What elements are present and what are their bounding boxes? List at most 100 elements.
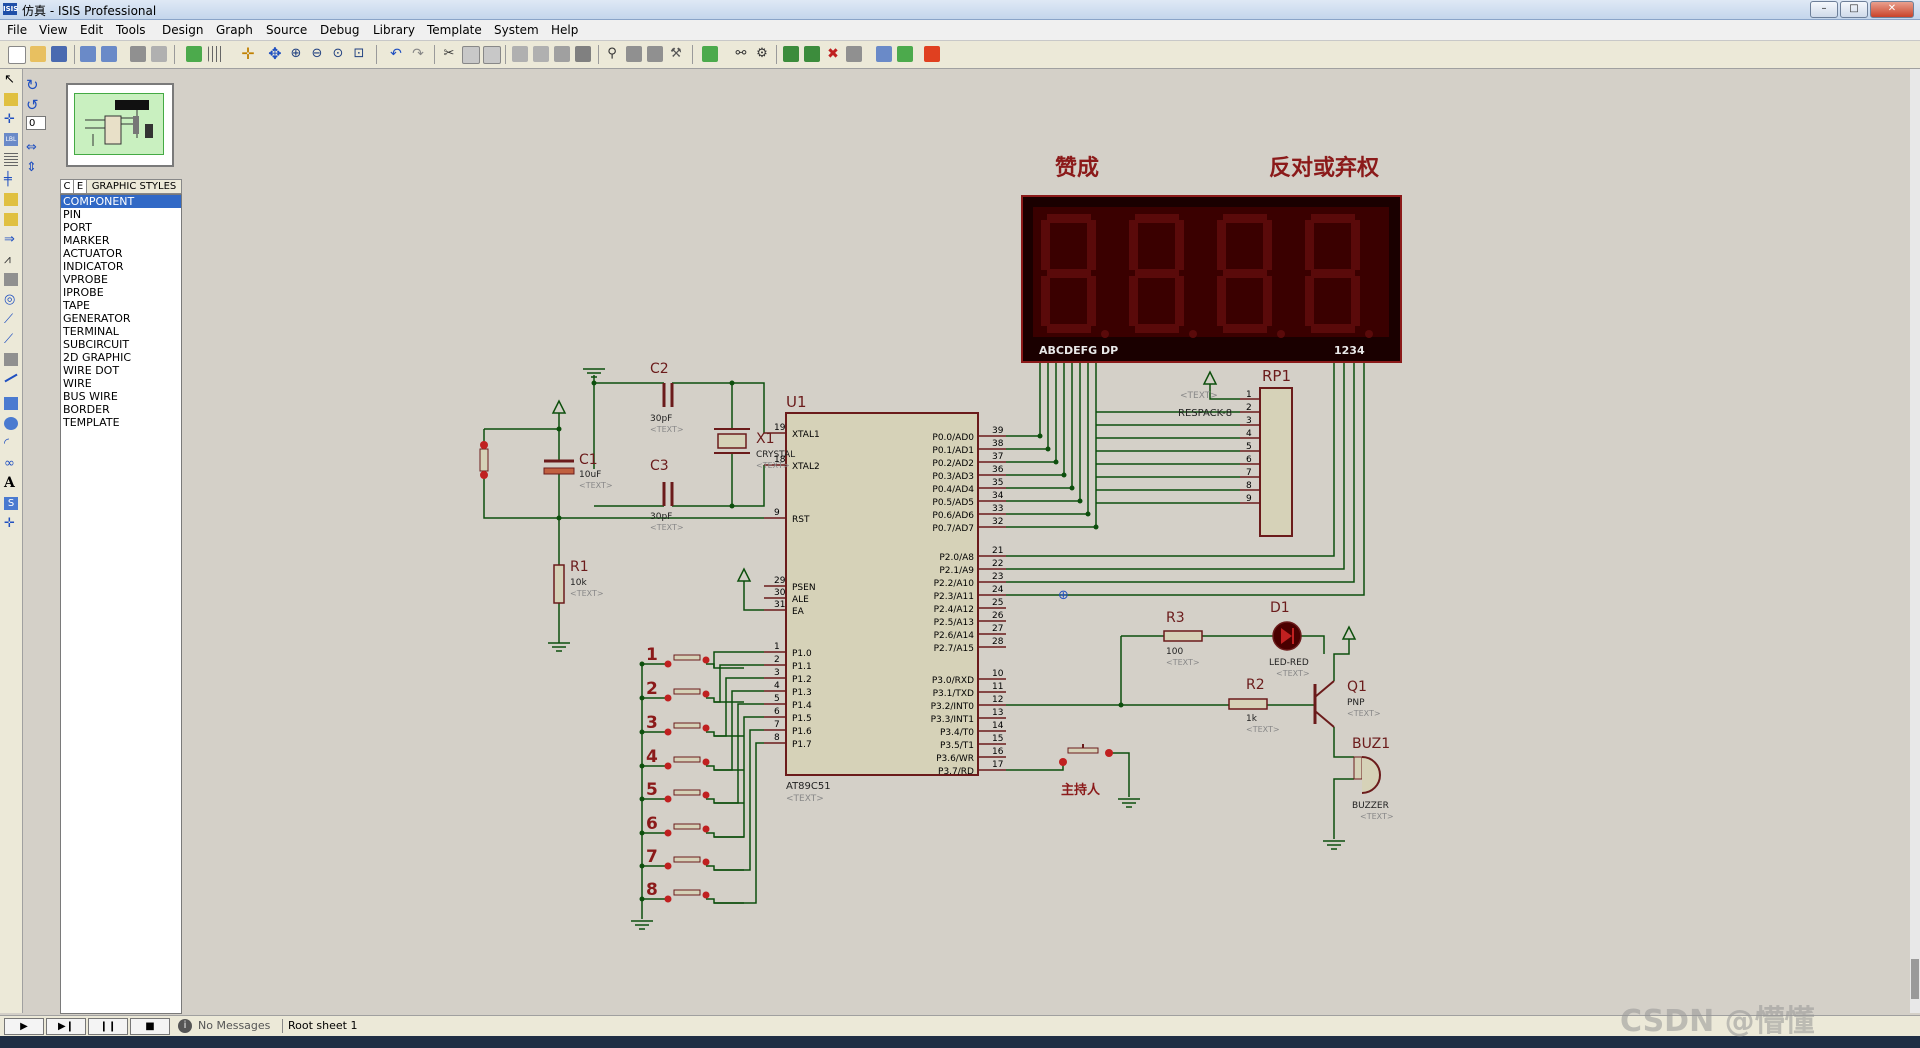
- r3-resistor[interactable]: R3 100 <TEXT>: [1163, 610, 1203, 667]
- stop-button[interactable]: ■: [130, 1018, 170, 1035]
- d1-led[interactable]: D1 LED-RED <TEXT>: [1269, 600, 1310, 678]
- print-area-icon[interactable]: [151, 46, 167, 62]
- list-item[interactable]: WIRE DOT: [63, 364, 120, 377]
- r2-resistor[interactable]: R2 1k <TEXT>: [1228, 677, 1280, 734]
- make-device-icon[interactable]: [626, 46, 642, 62]
- device-pin-icon[interactable]: ⇒: [4, 232, 15, 247]
- tab-library[interactable]: E: [73, 179, 87, 194]
- block-copy-icon[interactable]: [512, 46, 528, 62]
- refresh-icon[interactable]: [186, 46, 202, 62]
- box-icon[interactable]: [4, 397, 18, 410]
- reset-button[interactable]: [479, 441, 489, 479]
- remove-sheet-icon[interactable]: ✖: [827, 46, 839, 62]
- line-icon[interactable]: [4, 373, 18, 383]
- selection-mode-icon[interactable]: ↖: [4, 72, 15, 87]
- q1-transistor[interactable]: Q1 PNP <TEXT>: [1313, 679, 1381, 728]
- marker-icon[interactable]: ✛: [4, 516, 15, 531]
- maximize-button[interactable]: □: [1840, 1, 1868, 18]
- add-sheet-icon[interactable]: [804, 46, 820, 62]
- current-probe-icon[interactable]: ⟋: [4, 332, 14, 347]
- list-item[interactable]: BORDER: [63, 403, 110, 416]
- scrollbar-thumb[interactable]: [1911, 959, 1919, 999]
- wire-label-icon[interactable]: LBL: [4, 133, 18, 146]
- c2-capacitor[interactable]: C2 30pF <TEXT>: [650, 361, 684, 434]
- search-icon[interactable]: ⚯: [735, 46, 747, 61]
- schematic-drawing[interactable]: 赞成 反对或弃权 ABCDEFG DP 1234 U1 AT89C51 <TEX…: [184, 69, 1910, 1013]
- menu-graph[interactable]: Graph: [216, 23, 253, 37]
- new-file-icon[interactable]: [8, 46, 26, 64]
- goto-sheet-icon[interactable]: [846, 46, 862, 62]
- tab-components[interactable]: C: [60, 179, 74, 194]
- pick-device-icon[interactable]: ⚲: [607, 46, 617, 61]
- junction-dot-icon[interactable]: ✛: [4, 112, 15, 127]
- wire-autorouter-icon[interactable]: [702, 46, 718, 62]
- buz1-buzzer[interactable]: BUZ1 BUZZER <TEXT>: [1352, 736, 1394, 821]
- import-icon[interactable]: [80, 46, 96, 62]
- text-icon[interactable]: A: [4, 475, 15, 491]
- menu-source[interactable]: Source: [266, 23, 308, 37]
- play-button[interactable]: ▶: [4, 1018, 44, 1035]
- x1-crystal[interactable]: X1 CRYSTAL <TEXT>: [714, 428, 795, 470]
- menu-system[interactable]: System: [494, 23, 539, 37]
- grid-icon[interactable]: [208, 46, 224, 62]
- list-item[interactable]: ACTUATOR: [63, 247, 123, 260]
- component-mode-icon[interactable]: [4, 93, 18, 106]
- export-icon[interactable]: [101, 46, 117, 62]
- block-move-icon[interactable]: [533, 46, 549, 62]
- zoom-in-icon[interactable]: ⊕: [290, 46, 302, 61]
- list-item[interactable]: COMPONENT: [61, 195, 181, 208]
- list-item[interactable]: INDICATOR: [63, 260, 124, 273]
- vote-button[interactable]: 4: [646, 747, 710, 770]
- list-item[interactable]: GENERATOR: [63, 312, 131, 325]
- rotate-ccw-icon[interactable]: ↺: [26, 96, 39, 114]
- r1-resistor[interactable]: R1 10k <TEXT>: [553, 559, 604, 604]
- path-icon[interactable]: ∞: [4, 456, 15, 471]
- property-tool-icon[interactable]: ⚙: [756, 46, 768, 61]
- vote-button[interactable]: 3: [646, 713, 710, 736]
- vote-button[interactable]: 2: [646, 679, 710, 702]
- pause-button[interactable]: ❙❙: [88, 1018, 128, 1035]
- electrical-check-icon[interactable]: [897, 46, 913, 62]
- list-item[interactable]: MARKER: [63, 234, 110, 247]
- rotate-cw-icon[interactable]: ↻: [26, 76, 39, 94]
- close-button[interactable]: ✕: [1870, 1, 1914, 18]
- arc-icon[interactable]: ◜: [4, 436, 10, 451]
- menu-library[interactable]: Library: [373, 23, 415, 37]
- schematic-canvas[interactable]: 赞成 反对或弃权 ABCDEFG DP 1234 U1 AT89C51 <TEX…: [184, 69, 1910, 1013]
- bill-of-materials-icon[interactable]: [876, 46, 892, 62]
- c3-capacitor[interactable]: C3 30pF <TEXT>: [650, 458, 684, 532]
- subcircuit-icon[interactable]: [4, 193, 18, 206]
- graph-icon[interactable]: ⩘: [4, 252, 11, 266]
- zoom-area-icon[interactable]: ⊡: [353, 46, 365, 61]
- tape-recorder-icon[interactable]: [4, 273, 18, 286]
- block-delete-icon[interactable]: [575, 46, 591, 62]
- vote-button[interactable]: 1: [646, 645, 710, 668]
- symbol-icon[interactable]: S: [4, 497, 18, 510]
- terminal-icon[interactable]: [4, 213, 18, 226]
- decompose-icon[interactable]: ⚒: [670, 46, 682, 61]
- zoom-out-icon[interactable]: ⊖: [311, 46, 323, 61]
- seven-segment-display[interactable]: ABCDEFG DP 1234: [1021, 195, 1402, 363]
- virtual-instrument-icon[interactable]: [4, 353, 18, 366]
- copy-icon[interactable]: [462, 46, 480, 64]
- bus-icon[interactable]: ╪: [4, 172, 12, 187]
- mirror-x-icon[interactable]: ⇔: [26, 140, 37, 155]
- vote-button[interactable]: 5: [646, 780, 710, 803]
- list-item[interactable]: VPROBE: [63, 273, 108, 286]
- host-button[interactable]: 主持人: [1059, 744, 1113, 798]
- vote-button[interactable]: 7: [646, 847, 710, 870]
- menu-file[interactable]: File: [7, 23, 28, 37]
- list-item[interactable]: TERMINAL: [63, 325, 119, 338]
- list-item[interactable]: IPROBE: [63, 286, 104, 299]
- vote-button[interactable]: 8: [646, 880, 710, 903]
- block-rotate-icon[interactable]: [554, 46, 570, 62]
- u1-microcontroller[interactable]: U1 AT89C51 <TEXT> 19XTAL118XTAL29RST29PS…: [764, 393, 1006, 804]
- zoom-all-icon[interactable]: ⊙: [332, 46, 344, 61]
- list-item[interactable]: TEMPLATE: [63, 416, 120, 429]
- list-item[interactable]: 2D GRAPHIC: [63, 351, 132, 364]
- messages-status[interactable]: No Messages: [198, 1019, 271, 1032]
- ares-icon[interactable]: [924, 46, 940, 62]
- list-item[interactable]: PORT: [63, 221, 92, 234]
- menu-help[interactable]: Help: [551, 23, 579, 37]
